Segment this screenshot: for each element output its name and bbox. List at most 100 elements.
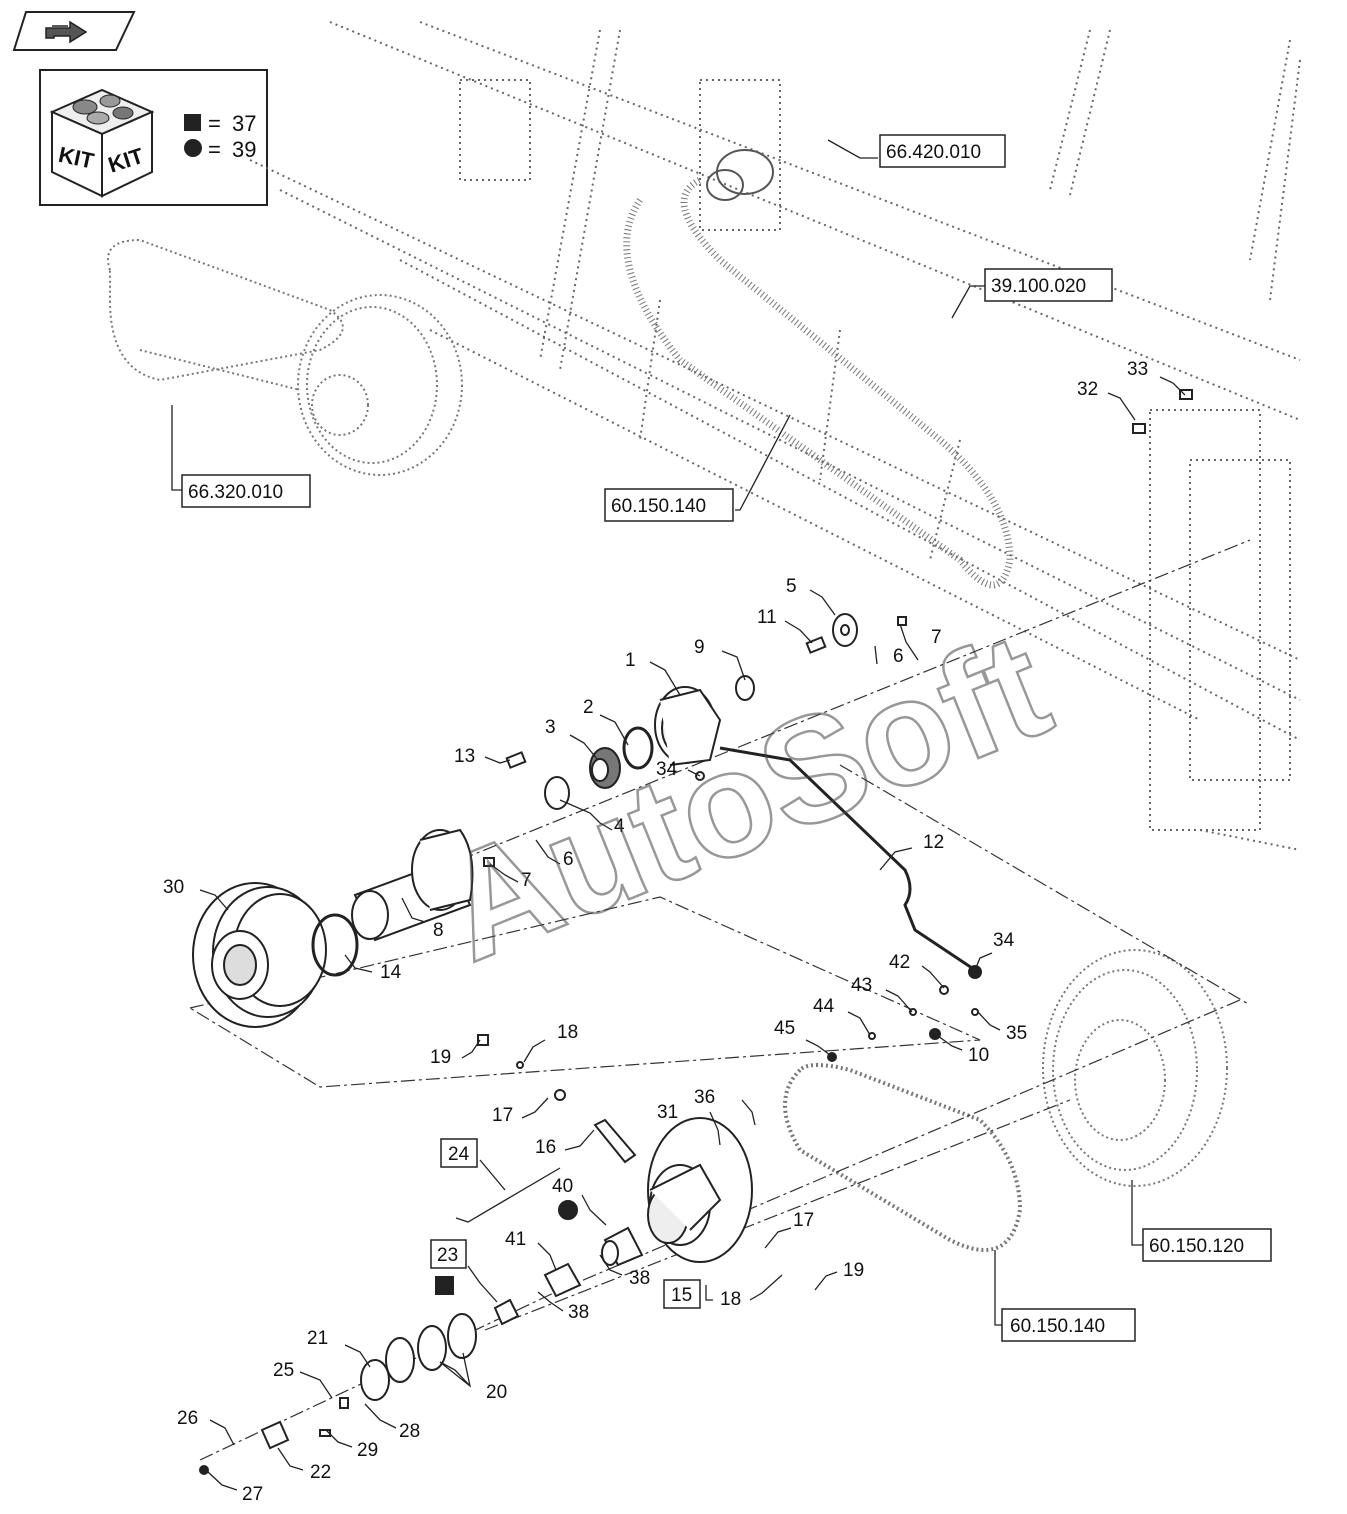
circlip-2	[622, 726, 654, 770]
watermark-autosoft: AutoSoft	[420, 600, 1070, 993]
part-19b[interactable]: 19	[843, 1260, 864, 1281]
upper-hub	[706, 149, 774, 201]
part-17[interactable]: 17	[492, 1105, 513, 1126]
part-34[interactable]: 34	[656, 759, 678, 780]
washer-9	[735, 675, 755, 701]
plates-20	[385, 1313, 477, 1383]
svg-text:15: 15	[671, 1285, 692, 1306]
part-32[interactable]: 32	[1077, 379, 1098, 400]
part-10[interactable]: 10	[968, 1045, 989, 1066]
reference-66-320-010[interactable]: 66.320.010	[181, 474, 311, 508]
part-18[interactable]: 18	[557, 1022, 578, 1043]
upper-left-pulley	[107, 238, 463, 476]
part-35[interactable]: 35	[1006, 1023, 1027, 1044]
next-page-arrow-icon[interactable]	[12, 11, 136, 51]
part-12[interactable]: 12	[923, 832, 944, 853]
part-28[interactable]: 28	[399, 1421, 420, 1442]
kit-square-equals: =	[208, 111, 221, 136]
hub-8	[351, 828, 474, 942]
part-7b[interactable]: 7	[521, 870, 532, 891]
svg-text:66.320.010: 66.320.010	[188, 482, 283, 503]
part-38[interactable]: 38	[629, 1268, 650, 1289]
part-16[interactable]: 16	[535, 1137, 556, 1158]
part-31[interactable]: 31	[657, 1102, 678, 1123]
part-40[interactable]: 40	[552, 1176, 573, 1197]
bearing-housing-1	[654, 686, 722, 766]
kit-box-icon: KIT KIT	[49, 88, 155, 198]
part-25[interactable]: 25	[273, 1360, 294, 1381]
part-36[interactable]: 36	[694, 1087, 715, 1108]
part-7[interactable]: 7	[931, 627, 942, 648]
boxed-part-15[interactable]: 15	[663, 1279, 701, 1309]
part-18b[interactable]: 18	[720, 1289, 741, 1310]
part-8[interactable]: 8	[433, 920, 444, 941]
reference-labels: 66.420.010 39.100.020 66.320.010 60.150.…	[181, 134, 1272, 1342]
svg-text:66.420.010: 66.420.010	[886, 142, 981, 163]
part-2[interactable]: 2	[583, 697, 594, 718]
part-19[interactable]: 19	[430, 1047, 451, 1068]
pin-16	[593, 1118, 637, 1164]
part-14[interactable]: 14	[380, 962, 402, 983]
part-26[interactable]: 26	[177, 1408, 198, 1429]
fasteners	[477, 389, 1193, 1101]
svg-text:60.150.120: 60.150.120	[1149, 1236, 1244, 1257]
bushing-41	[543, 1262, 582, 1298]
bearing-3	[589, 747, 621, 789]
kit-circle-equals: =	[208, 137, 221, 162]
reference-60-150-120[interactable]: 60.150.120	[1142, 1228, 1272, 1262]
reference-39-100-020[interactable]: 39.100.020	[984, 268, 1113, 302]
part-20[interactable]: 20	[486, 1382, 507, 1403]
boxed-part-23[interactable]: 23	[430, 1239, 467, 1269]
part-29[interactable]: 29	[357, 1440, 378, 1461]
svg-text:60.150.140: 60.150.140	[611, 496, 706, 517]
reference-60-150-140-bottom[interactable]: 60.150.140	[1001, 1308, 1136, 1342]
part-4[interactable]: 4	[614, 816, 625, 837]
lower-belt	[783, 1063, 1023, 1252]
pulley-30	[192, 882, 327, 1028]
part-22[interactable]: 22	[310, 1462, 331, 1483]
part-1[interactable]: 1	[625, 650, 636, 671]
flange-31	[647, 1117, 753, 1263]
part-11[interactable]: 11	[757, 607, 777, 628]
svg-text:23: 23	[437, 1245, 458, 1266]
part-17b[interactable]: 17	[793, 1210, 814, 1231]
part-9[interactable]: 9	[694, 637, 705, 658]
kit-square-marker	[184, 114, 201, 131]
part-21[interactable]: 21	[307, 1328, 328, 1349]
part-41[interactable]: 41	[505, 1229, 526, 1250]
svg-text:24: 24	[448, 1144, 470, 1165]
sleeve-23	[435, 1276, 520, 1326]
bracket-21	[199, 1359, 390, 1475]
part-42[interactable]: 42	[889, 952, 910, 973]
part-6b[interactable]: 6	[563, 849, 574, 870]
boxed-part-24[interactable]: 24	[440, 1138, 478, 1168]
lube-line-12	[719, 746, 976, 972]
svg-text:60.150.140: 60.150.140	[1010, 1316, 1105, 1337]
bushing-40	[558, 1200, 644, 1267]
lower-right-pulley	[1042, 949, 1228, 1187]
kit-legend: KIT KIT = 37 = 39	[39, 69, 268, 206]
part-43[interactable]: 43	[851, 975, 872, 996]
kit-circle-marker	[184, 139, 202, 157]
part-45[interactable]: 45	[774, 1018, 795, 1039]
part-34b[interactable]: 34	[993, 930, 1015, 951]
reference-60-150-140-top[interactable]: 60.150.140	[604, 488, 734, 522]
kit-circle-value: 39	[232, 137, 256, 162]
part-5[interactable]: 5	[786, 576, 797, 597]
part-6[interactable]: 6	[893, 646, 904, 667]
svg-text:39.100.020: 39.100.020	[991, 276, 1086, 297]
washer-5	[832, 613, 858, 647]
part-38b[interactable]: 38	[568, 1302, 589, 1323]
part-3[interactable]: 3	[545, 717, 556, 738]
part-13[interactable]: 13	[454, 746, 475, 767]
part-number-callouts: 33 32 5 11 7 6 9 1 2 3 13 34 4 6 7 12 30…	[163, 359, 1148, 1505]
snap-ring-14	[311, 913, 359, 977]
leader-lines	[171, 139, 1186, 1491]
part-27[interactable]: 27	[242, 1484, 263, 1505]
part-44[interactable]: 44	[813, 996, 835, 1017]
upper-toothed-belt	[623, 176, 1014, 589]
reference-66-420-010[interactable]: 66.420.010	[879, 134, 1006, 168]
part-33[interactable]: 33	[1127, 359, 1148, 380]
part-30[interactable]: 30	[163, 877, 184, 898]
